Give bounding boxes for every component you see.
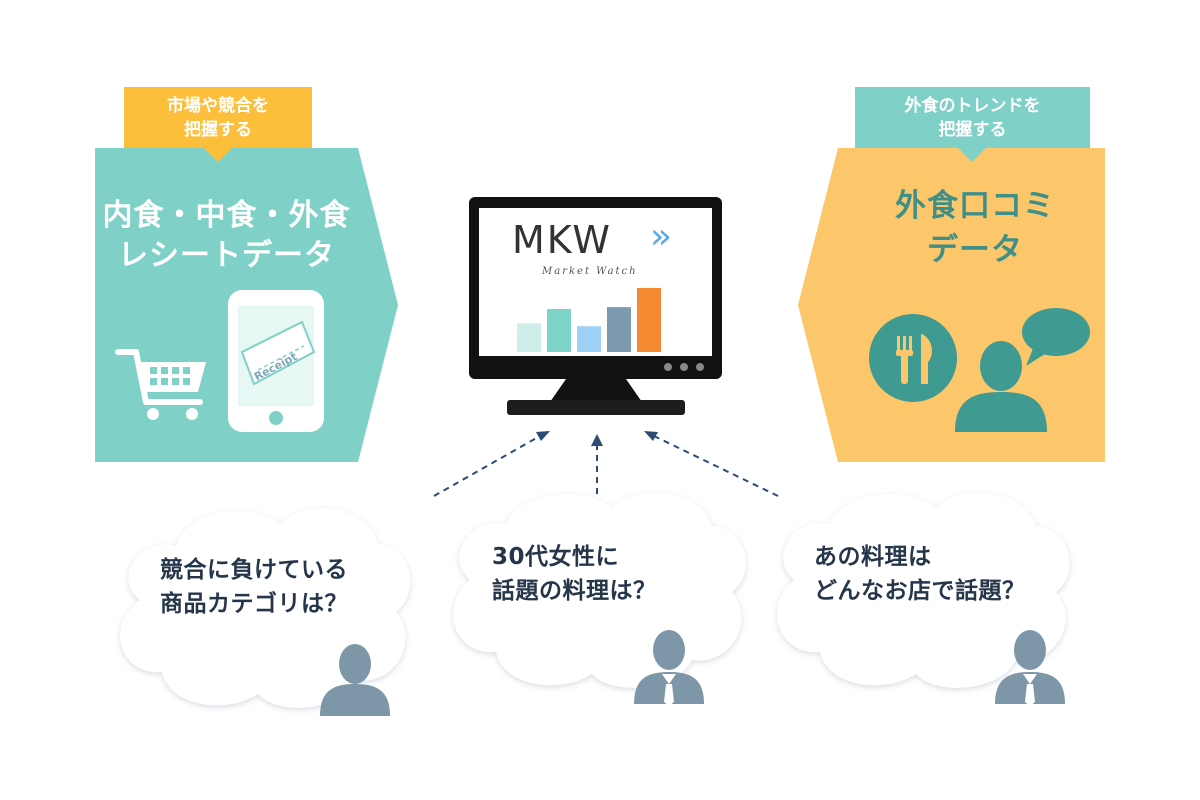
person-icon [320,644,390,716]
logo-chevron-icon: » [650,216,675,257]
left-badge-shape [124,87,312,162]
cart-icon [115,349,206,420]
monitor-bar [637,288,661,352]
arrow-left [433,435,541,497]
person-icon [955,341,1047,432]
monitor-bar [517,323,541,352]
left-panel-title: 内食・中食・外食 レシートデータ [102,198,351,273]
right-panel-title: 外食口コミ データ [895,188,1055,268]
monitor-base [507,400,685,415]
businessman-icon [995,630,1065,706]
monitor-bar-chart [517,288,661,352]
logo-subtitle: Market Watch [542,266,638,277]
thought-cloud-1 [120,507,411,708]
left-badge-label: 市場や競合を 把握する [167,96,269,140]
arrow-right-head [644,431,658,441]
right-badge-label: 外食のトレンドを 把握する [904,96,1041,140]
fork-knife-icon [869,314,957,402]
thought-cloud-3 [777,492,1070,688]
mkw-logo: MKW [512,218,612,262]
receipt-icon [240,320,316,386]
arrow-center-head [591,434,603,446]
monitor-bar [577,326,601,352]
monitor-button-3 [696,363,704,371]
arrow-left-head [536,431,550,441]
right-panel-shape [798,148,1105,462]
question-3: あの料理は どんなお店で話題？ [814,544,1026,604]
question-2: 30代女性に 話題の料理は？ [492,544,657,604]
monitor-button-1 [664,363,672,371]
monitor-bar [607,307,631,352]
right-data-panel [798,87,1105,462]
question-1: 競合に負けている 商品カテゴリは？ [160,557,348,617]
monitor [469,197,722,415]
monitor-bar [547,309,571,352]
businessman-icon [634,630,704,706]
speech-bubble-icon [1022,308,1090,366]
monitor-neck [550,379,642,402]
arrow-right [653,435,779,497]
monitor-button-2 [680,363,688,371]
dashed-arrows [433,435,779,497]
right-badge-shape [855,87,1090,162]
